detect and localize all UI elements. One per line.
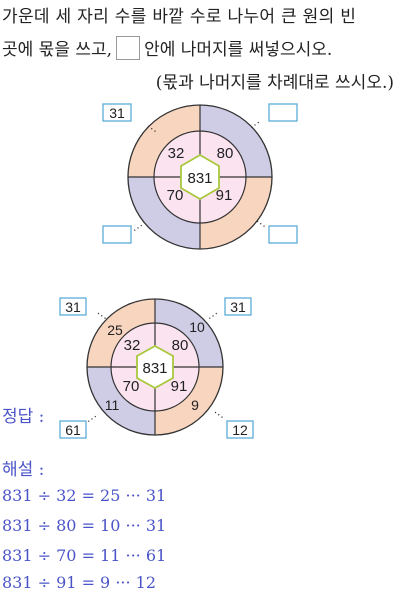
answer-remainder-top-left: 31 xyxy=(65,299,81,315)
answer-dots-bottom-right: ··· xyxy=(210,405,228,423)
question-line-2-part-a: 곳에 몫을 쓰고, xyxy=(2,40,113,60)
remainder-box-bottom-right[interactable] xyxy=(268,225,298,244)
center-number: 831 xyxy=(187,170,212,187)
problem-diagram: 831 32 80 70 91 ··· ··· ··· ··· 31 xyxy=(102,103,298,250)
answer-quotient-bottom-left: 11 xyxy=(105,397,120,413)
divisor-top-right: 80 xyxy=(217,145,234,162)
answer-label: 정답 : xyxy=(2,407,45,427)
solution-equation-2: 831 ÷ 80 = 10 ··· 31 xyxy=(2,516,167,535)
answer-divisor-top-left: 32 xyxy=(124,337,141,354)
answer-remainder-top-right: 31 xyxy=(230,299,246,315)
answer-diagram: 831 32 80 70 91 25 10 11 9 ··· ··· ··· ·… xyxy=(59,297,254,439)
remainder-top-left: 31 xyxy=(109,105,125,121)
remainder-box-bottom-left[interactable] xyxy=(102,225,132,244)
answer-center-hexagon xyxy=(136,344,174,390)
solution-equation-4: 831 ÷ 91 = 9 ··· 12 xyxy=(2,573,157,592)
question-line-2-part-b: 안에 나머지를 써넣으시오. xyxy=(144,40,333,60)
question-line-1: 가운데 세 자리 수를 바깥 수로 나누어 큰 원의 빈 xyxy=(2,7,357,27)
answer-remainder-bottom-left: 61 xyxy=(65,422,81,438)
answer-quotient-bottom-right: 9 xyxy=(191,397,199,413)
question-line-3: (몫과 나머지를 차례대로 쓰시오.) xyxy=(155,73,394,93)
solution-label: 해설 : xyxy=(2,460,45,480)
answer-remainder-bottom-right: 12 xyxy=(232,422,248,438)
remainder-box-top-left xyxy=(102,103,132,122)
divisor-top-left: 32 xyxy=(168,145,185,162)
solution-equation-3: 831 ÷ 70 = 11 ··· 61 xyxy=(2,546,167,565)
answer-divisor-bottom-left: 70 xyxy=(123,378,140,395)
question-line-2: 곳에 몫을 쓰고, 안에 나머지를 써넣으시오. xyxy=(2,35,332,60)
solution-equation-1: 831 ÷ 32 = 25 ··· 31 xyxy=(2,486,167,505)
answer-box-bottom-right xyxy=(226,420,254,439)
divisor-bottom-left: 70 xyxy=(167,187,184,204)
answer-divisor-bottom-right: 91 xyxy=(171,378,188,395)
answer-quotient-top-right: 10 xyxy=(189,319,205,335)
answer-divisor-top-right: 80 xyxy=(172,337,189,354)
remainder-box-top-right[interactable] xyxy=(268,103,298,122)
answer-center-number: 831 xyxy=(142,360,167,377)
answer-quotient-top-left: 25 xyxy=(107,322,123,338)
answer-box-top-left xyxy=(59,297,87,316)
answer-box-bottom-left xyxy=(59,420,87,439)
center-hexagon xyxy=(180,153,220,201)
divisor-bottom-right: 91 xyxy=(216,187,233,204)
blank-box-icon xyxy=(116,36,141,60)
answer-box-top-right xyxy=(224,297,252,316)
